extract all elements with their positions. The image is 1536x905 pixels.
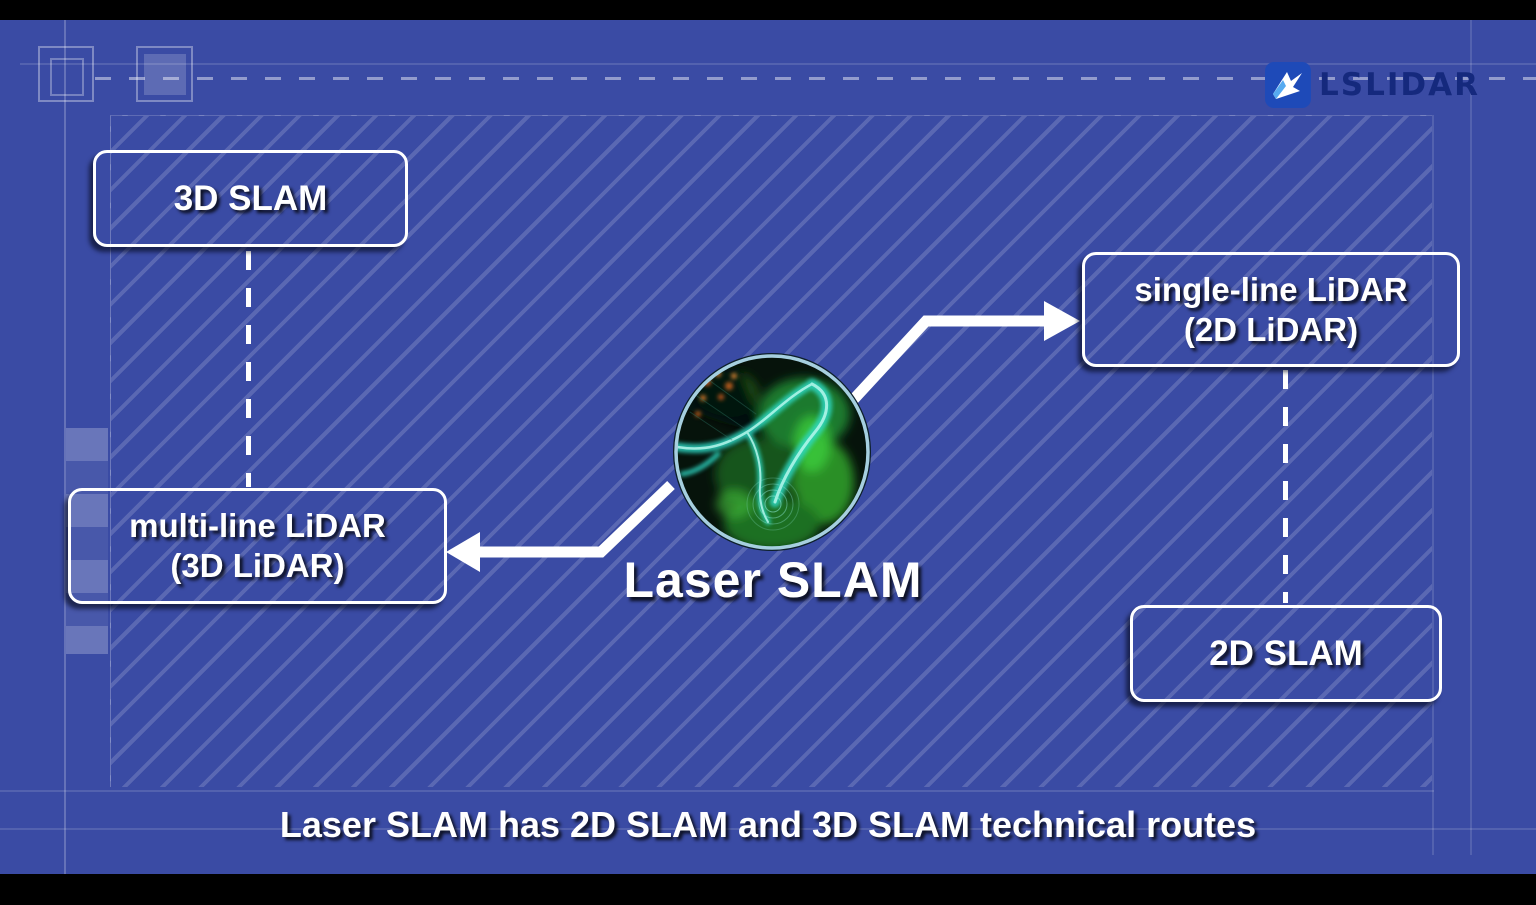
node-2d-slam-label: 2D SLAM: [1209, 633, 1363, 673]
node-single-line-label-2: (2D LiDAR): [1183, 310, 1359, 348]
connector-3dslam-multiline: [246, 251, 251, 487]
caption: Laser SLAM has 2D SLAM and 3D SLAM techn…: [279, 804, 1257, 845]
node-single-line-label-1: single-line LiDAR: [1134, 270, 1408, 308]
node-2d-slam: 2D SLAM: [1130, 605, 1442, 702]
filmstrip-decoration: [66, 428, 108, 654]
node-multi-line-label-2: (3D LiDAR): [170, 547, 345, 584]
blueprint-square-1-inner: [50, 58, 84, 96]
node-multi-line-lidar: multi-line LiDAR (3D LiDAR): [68, 488, 447, 604]
lslidar-bolt-icon: [1265, 62, 1311, 108]
blueprint-square-2: [136, 46, 193, 102]
node-3d-slam: 3D SLAM: [93, 150, 408, 247]
node-single-line-lidar: single-line LiDAR (2D LiDAR): [1082, 252, 1460, 367]
letterbox-top: [0, 0, 1536, 20]
grid-dashline-top: [95, 77, 1536, 80]
grid-hline-bottom-outer: [0, 828, 1536, 830]
node-multi-line-label-1: multi-line LiDAR: [129, 507, 386, 544]
letterbox-bottom: [0, 874, 1536, 905]
grid-hline-bottom-inner: [0, 790, 1434, 792]
logo-wordmark: LSLIDAR: [1319, 67, 1480, 103]
connector-singleline-2dslam: [1283, 370, 1288, 603]
center-label: Laser SLAM: [623, 552, 923, 608]
grid-vline-right-outer: [1470, 20, 1472, 855]
blueprint-square-1: [38, 46, 94, 102]
lslidar-logo: LSLIDAR: [1265, 62, 1480, 108]
blueprint-square-2-fill: [144, 54, 186, 95]
grid-vline-left: [64, 20, 66, 875]
grid-vline-right-inner: [1432, 115, 1434, 855]
node-3d-slam-label: 3D SLAM: [173, 178, 328, 218]
grid-hline-top: [20, 63, 1536, 65]
lidar-pointcloud-image: [673, 353, 871, 551]
